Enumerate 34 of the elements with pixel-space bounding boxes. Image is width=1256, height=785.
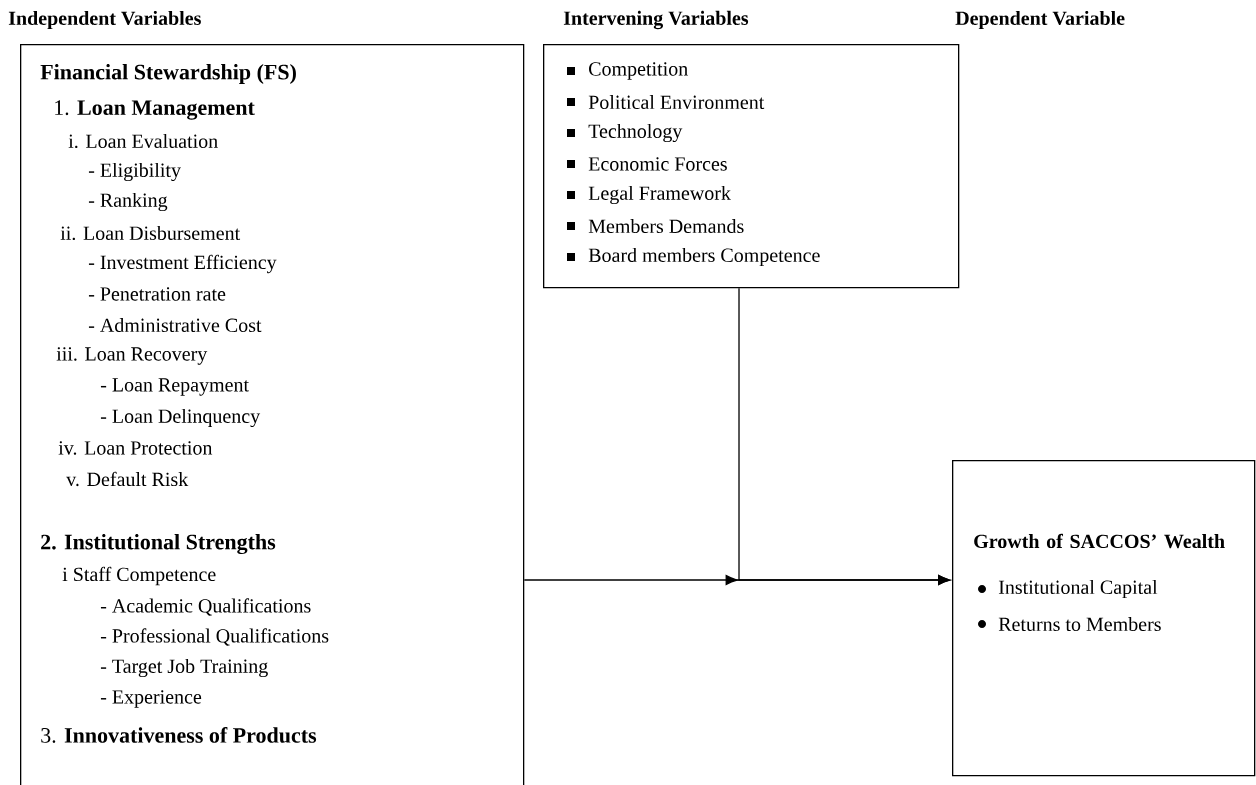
list-item: 1. Loan Management (55, 100, 255, 120)
list-item: 3. Innovativeness of Products (41, 727, 317, 743)
bullet-item: Institutional Capital (978, 579, 1158, 599)
list-item: ii. Loan Disbursement (60, 225, 241, 241)
bullet-item: Members Demands (567, 218, 744, 234)
list-item: - Professional Qualifications (100, 628, 329, 646)
bullet-item: Competition (567, 62, 688, 80)
bullet-item: Returns to Members (978, 616, 1161, 632)
list-item: 2. Institutional Strengths (41, 533, 276, 555)
list-item: - Target Job Training (100, 658, 268, 678)
column-heading: Dependent Variable (955, 10, 1125, 30)
bullet-item: Board members Competence (567, 247, 820, 267)
list-item: Financial Stewardship (FS) (40, 64, 296, 84)
list-item: - Academic Qualifications (100, 598, 311, 616)
list-item: - Loan Repayment (100, 378, 249, 396)
list-item: iv. Loan Protection (58, 441, 213, 455)
bullet-item: Technology (567, 123, 683, 143)
bullet-item: Political Environment (567, 94, 765, 110)
list-item: - Ranking (88, 192, 168, 212)
arrow (725, 287, 951, 585)
list-item: - Eligibility (88, 162, 181, 182)
box-heading: Growth of SACCOS’ Wealth (974, 533, 1225, 549)
column-heading: Intervening Variables (563, 10, 749, 30)
bullet-item: Legal Framework (567, 185, 731, 205)
list-item: - Investment Efficiency (88, 254, 277, 274)
list-item: - Penetration rate (88, 287, 226, 301)
list-item: i. Loan Evaluation (68, 133, 218, 149)
bullet-item: Economic Forces (567, 157, 727, 171)
list-item: - Experience (100, 690, 202, 708)
list-item: - Loan Delinquency (100, 408, 261, 428)
list-item: v. Default Risk (66, 471, 189, 487)
list-item: - Administrative Cost (88, 317, 262, 333)
list-item: iii. Loan Recovery (56, 347, 208, 365)
list-item: i Staff Competence (62, 566, 216, 586)
